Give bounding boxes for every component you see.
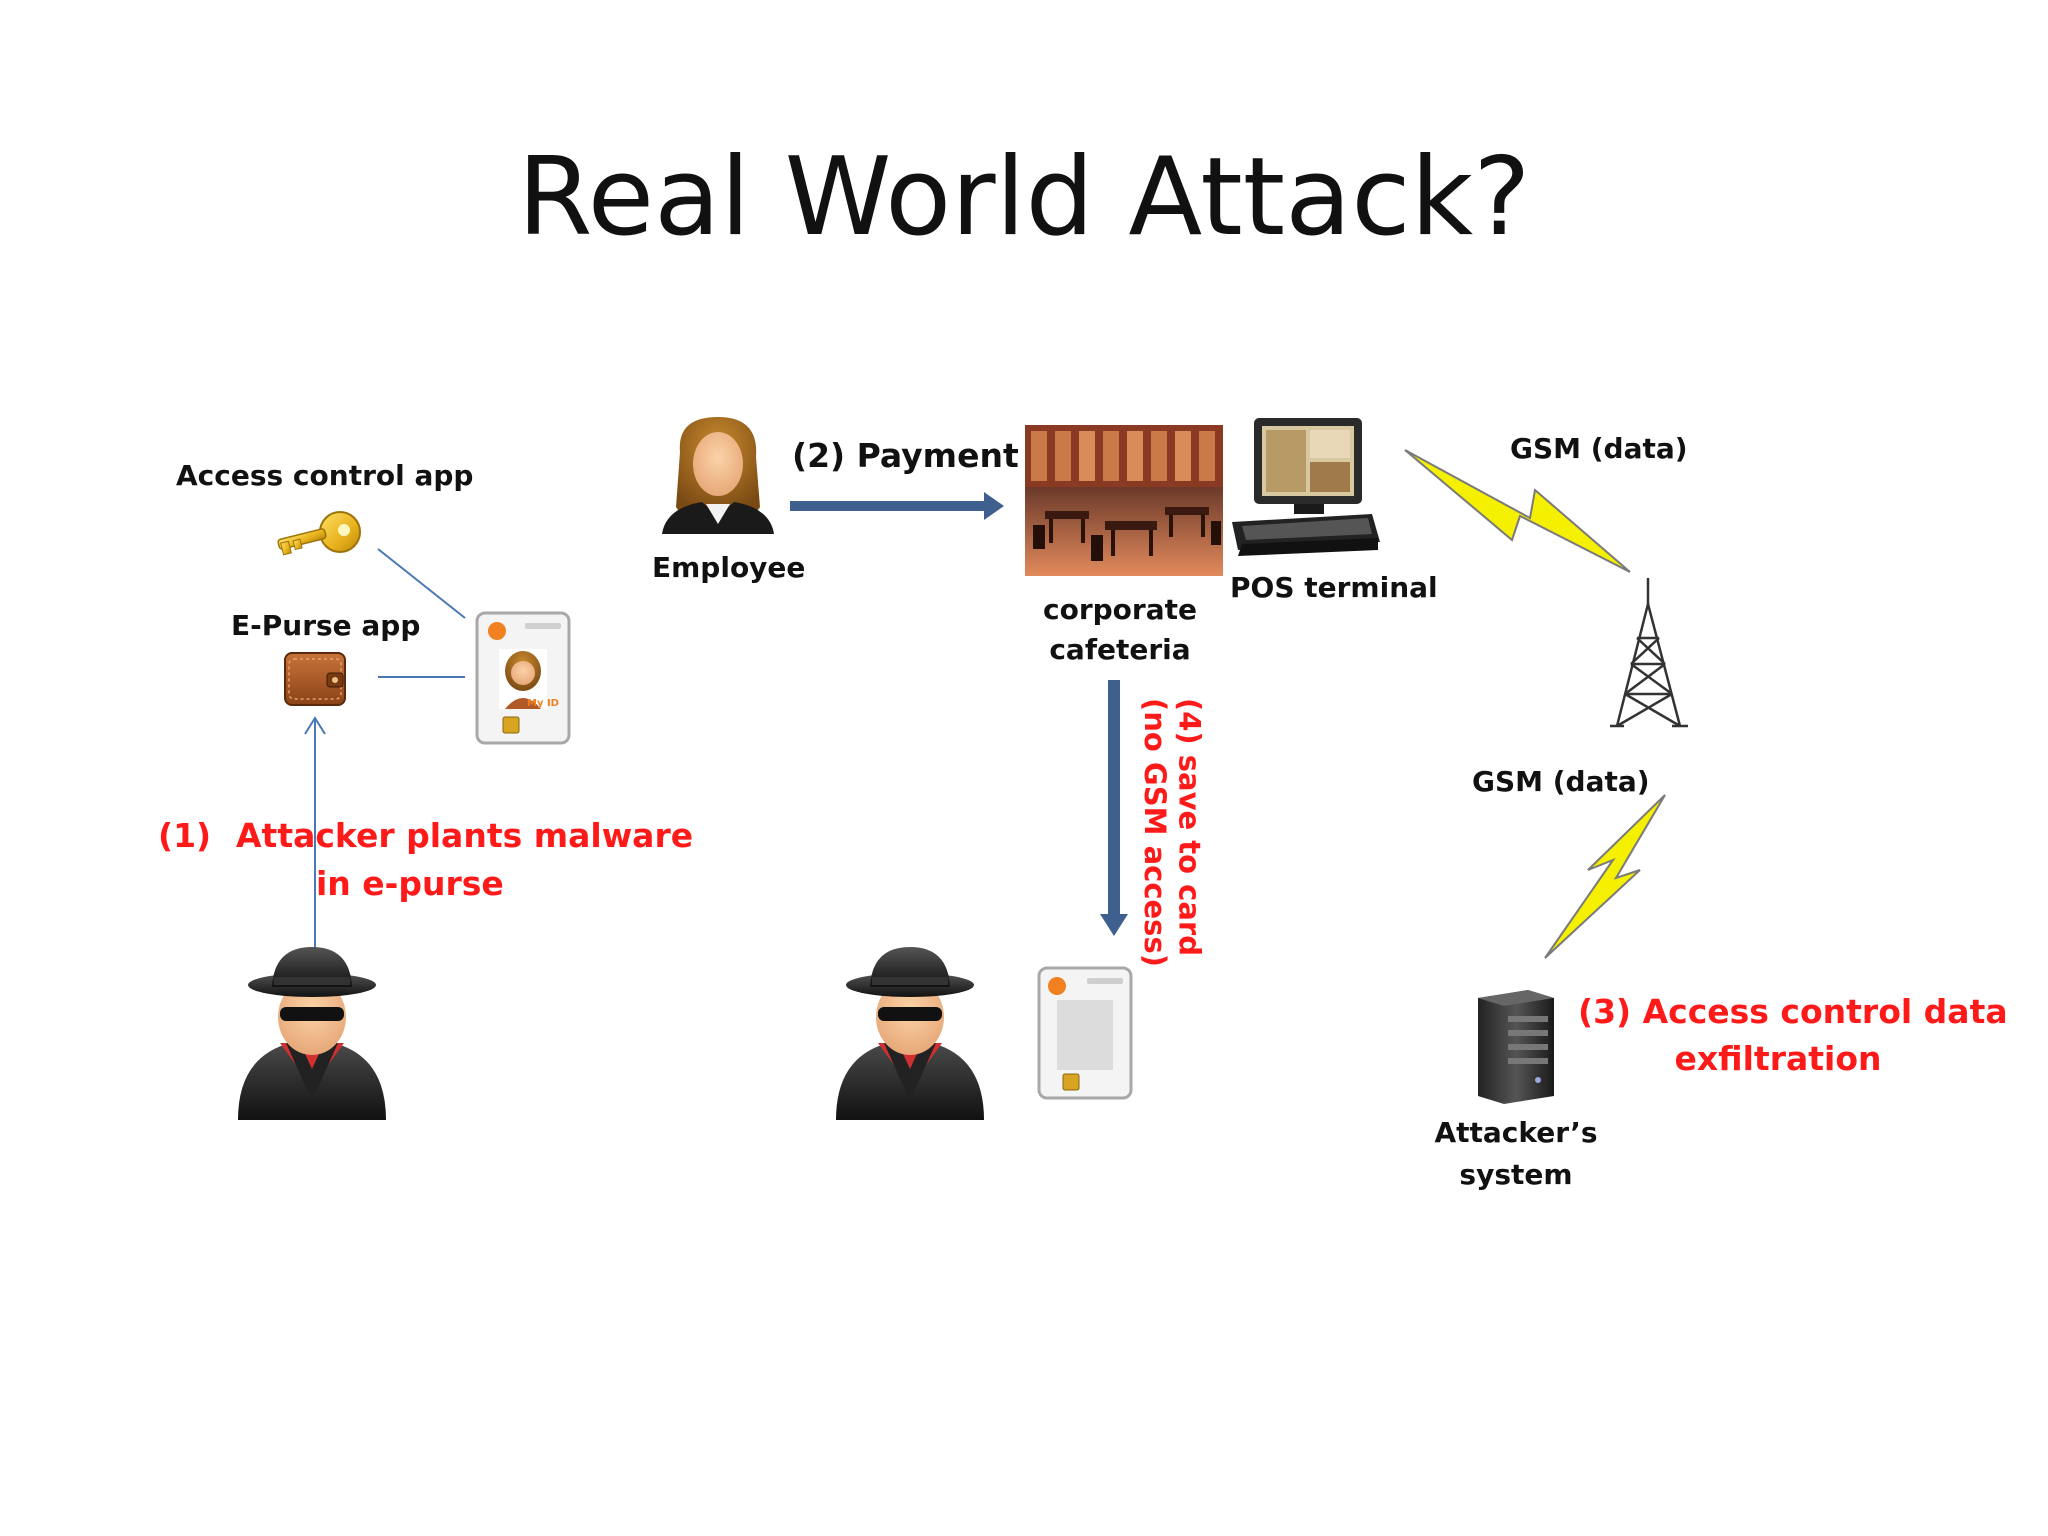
step4-line1: (4) save to card <box>1172 698 1207 956</box>
id-card-icon <box>475 611 571 745</box>
corporate-cafeteria-label: corporate cafeteria <box>1040 590 1200 670</box>
server-icon <box>1478 990 1554 1104</box>
step3-line2: exfiltration <box>1674 1039 1882 1078</box>
access-control-app-label: Access control app <box>176 459 474 492</box>
attackers-system-label: Attacker’s system <box>1426 1112 1606 1196</box>
attackers-system-line1: Attacker’s <box>1434 1116 1598 1149</box>
step4-arrow-shaft <box>1108 680 1120 916</box>
step3-label: (3) Access control data exfiltration <box>1578 988 2008 1082</box>
payment-label: (2) Payment <box>792 436 1019 475</box>
step1-line1: Attacker plants malware <box>236 816 694 855</box>
blank-card-icon <box>1037 966 1133 1100</box>
gsm-data-top-label: GSM (data) <box>1510 432 1688 465</box>
hacker-icon-middle <box>836 947 984 1120</box>
step4-label: (4) save to card (no GSM access) <box>1137 698 1207 967</box>
lightning-icon-top <box>1404 449 1631 573</box>
step1-number: (1) <box>158 816 212 855</box>
id-card-text: My ID <box>527 698 559 709</box>
employee-icon <box>662 417 774 534</box>
pos-terminal-icon <box>1232 418 1380 556</box>
corporate-cafeteria-line2: cafeteria <box>1049 633 1191 666</box>
lightning-icon-bottom <box>1544 794 1666 959</box>
wallet-icon <box>284 652 346 706</box>
step4-arrow-head <box>1100 914 1128 936</box>
step4-line2: (no GSM access) <box>1137 698 1172 967</box>
cell-tower-icon <box>1610 578 1688 728</box>
payment-arrow-head <box>984 492 1004 520</box>
step1-arrow-head <box>304 716 326 735</box>
step1-line2: in e-purse <box>316 864 504 903</box>
slide-title: Real World Attack? <box>517 135 1531 260</box>
epurse-app-label: E-Purse app <box>231 609 421 642</box>
connector-key-to-card <box>377 548 466 619</box>
cafeteria-photo <box>1025 425 1223 576</box>
key-icon <box>277 511 361 556</box>
attackers-system-line2: system <box>1459 1158 1573 1191</box>
corporate-cafeteria-line1: corporate <box>1043 593 1197 626</box>
payment-arrow-shaft <box>790 501 988 511</box>
step3-line1: (3) Access control data <box>1578 992 2008 1031</box>
employee-label: Employee <box>652 551 806 584</box>
hacker-icon-left <box>238 947 386 1120</box>
pos-terminal-label: POS terminal <box>1230 571 1438 604</box>
gsm-data-bottom-label: GSM (data) <box>1472 765 1650 798</box>
